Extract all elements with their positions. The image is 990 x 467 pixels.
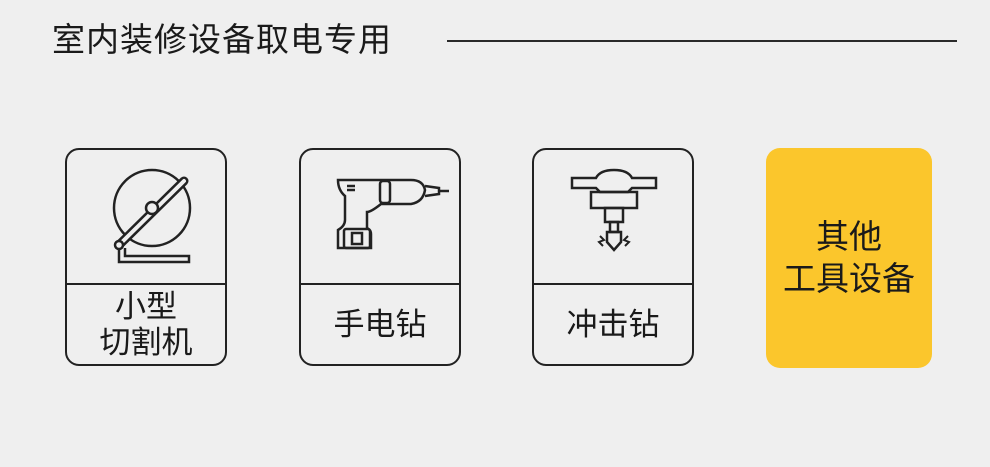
card-other-tools[interactable]: 其他工具设备 bbox=[766, 148, 932, 368]
cutting-machine-icon bbox=[67, 150, 225, 283]
card-label: 其他工具设备 bbox=[766, 148, 932, 368]
card-divider bbox=[534, 283, 692, 285]
electric-drill-icon bbox=[301, 150, 459, 283]
card-label: 小型切割机 bbox=[67, 285, 225, 364]
card-electric-drill[interactable]: 手电钻 bbox=[299, 148, 461, 366]
card-cutting-machine[interactable]: 小型切割机 bbox=[65, 148, 227, 366]
card-divider bbox=[67, 283, 225, 285]
card-label: 手电钻 bbox=[333, 307, 427, 343]
impact-drill-icon bbox=[534, 150, 692, 283]
label-line: 切割机 bbox=[99, 325, 193, 361]
page-title: 室内装修设备取电专用 bbox=[52, 20, 392, 59]
label-line: 工具设备 bbox=[783, 259, 915, 298]
label-line: 小型 bbox=[115, 289, 177, 325]
card-label: 冲击钻 bbox=[566, 307, 660, 343]
title-divider bbox=[447, 40, 957, 42]
label-line: 其他 bbox=[816, 217, 882, 256]
card-impact-drill[interactable]: 冲击钻 bbox=[532, 148, 694, 366]
card-divider bbox=[301, 283, 459, 285]
